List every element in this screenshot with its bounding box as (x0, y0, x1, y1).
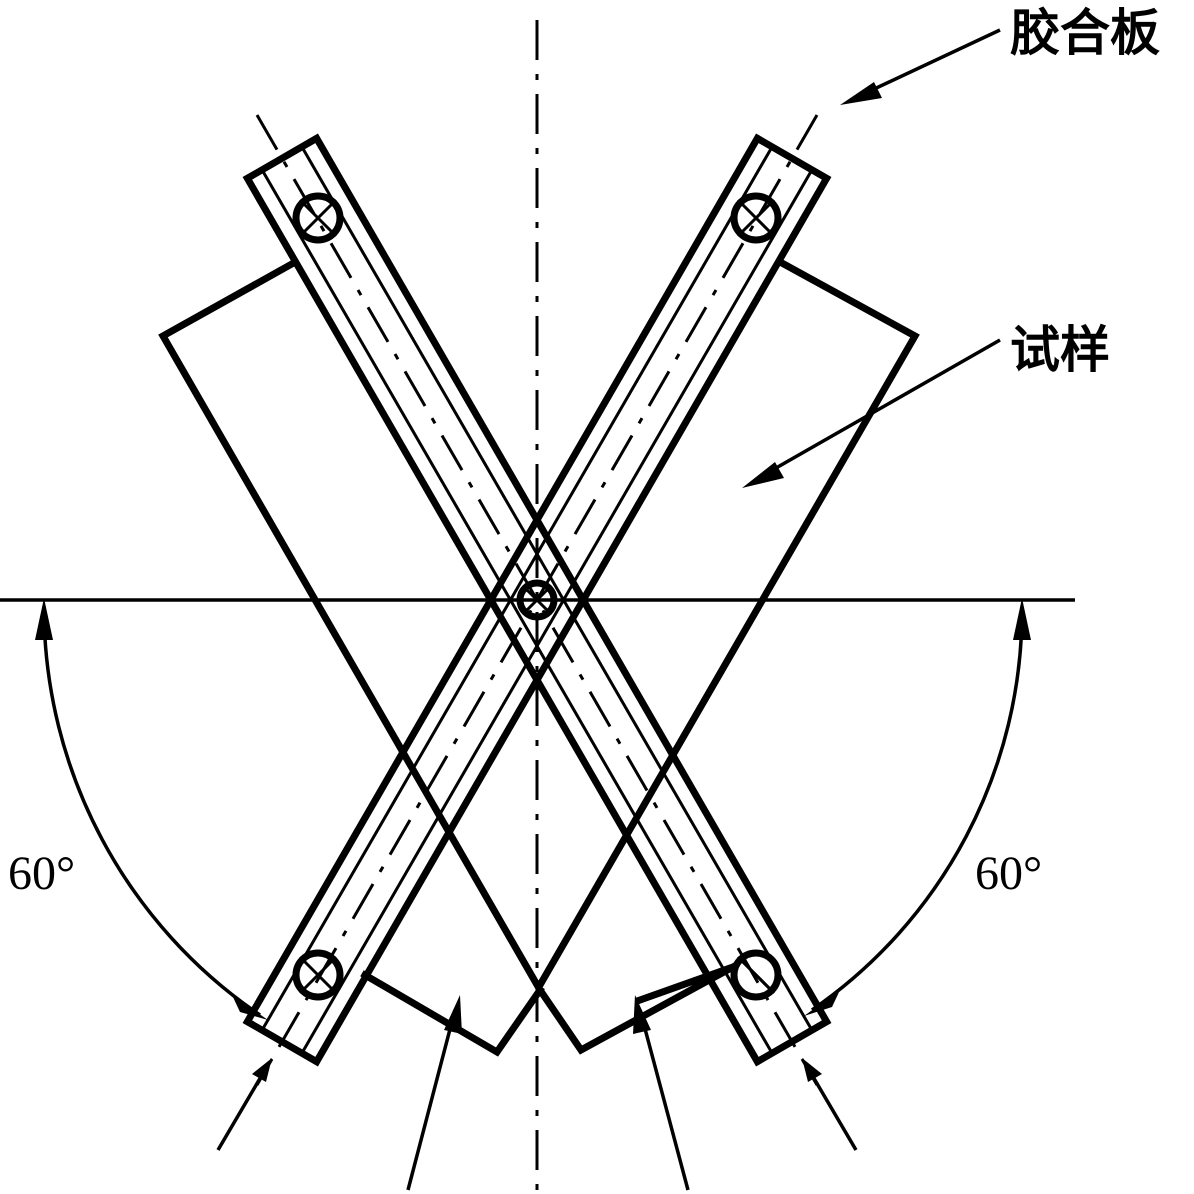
angle-arc-right (811, 609, 1024, 1012)
leader-plywood (854, 28, 1001, 100)
bolt-top-left (292, 192, 344, 244)
load-arrow-line-3 (638, 1009, 690, 1191)
angle-arc-left-arrow-top (35, 598, 53, 640)
label-plywood: 胶合板 (1010, 4, 1160, 62)
load-arrow-head-3 (633, 995, 651, 1034)
load-arrow-line-2 (406, 1009, 457, 1191)
plywood-bar-left (242, 114, 832, 1086)
angle-arc-right-arrow-bottom (804, 990, 840, 1016)
plywood-bar-right (242, 114, 832, 1086)
bolt-bottom-left (292, 949, 344, 1001)
label-angle-left: 60° (8, 847, 76, 900)
leader-plywood-arrow (840, 82, 882, 105)
label-angle-right: 60° (975, 847, 1043, 900)
bolt-center (516, 579, 558, 621)
bolt-bottom-right (730, 949, 782, 1001)
angle-arc-left-arrow-bottom (232, 995, 268, 1020)
load-arrow-head-1 (252, 1058, 272, 1082)
angle-arc-left (42, 609, 261, 1017)
leader-specimen-arrow (742, 462, 784, 488)
load-arrow-head-4 (802, 1058, 822, 1082)
load-arrow-line-1 (216, 1074, 264, 1151)
specimen-outline (158, 257, 920, 1057)
bolt-top-right (730, 192, 782, 244)
angle-arc-right-arrow-top (1013, 598, 1031, 640)
leader-specimen (754, 338, 1001, 482)
label-specimen: 试样 (1010, 321, 1110, 379)
load-arrow-line-4 (810, 1074, 858, 1151)
load-arrow-head-2 (444, 995, 462, 1034)
